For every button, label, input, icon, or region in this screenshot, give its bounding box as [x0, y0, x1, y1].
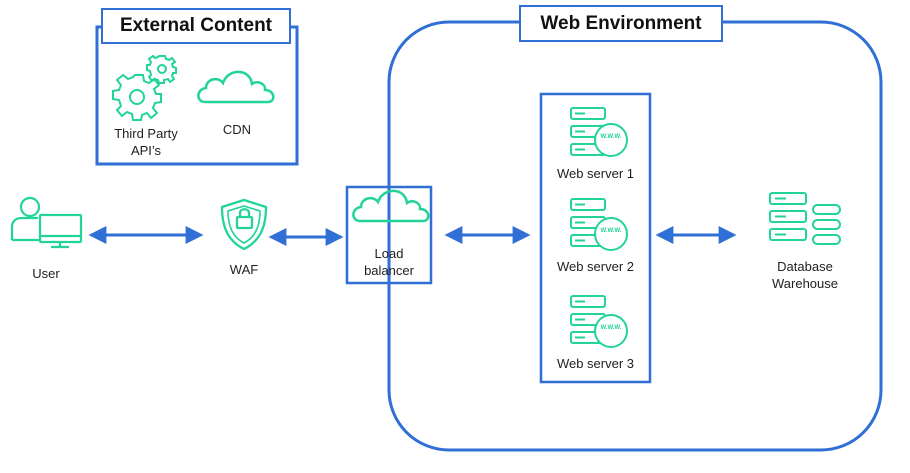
load-balancer-box: [345, 185, 433, 285]
gears-icon: [112, 54, 177, 121]
web-server-3-label: Web server 3: [556, 356, 635, 371]
server-icon-3: [570, 295, 628, 348]
web-server-1-label: Web server 1: [556, 166, 635, 181]
web-server-2-label: Web server 2: [556, 259, 635, 274]
database-icon: [769, 192, 841, 245]
www-badge-1: W.W.W.: [600, 134, 622, 140]
web-environment-title: Web Environment: [519, 5, 723, 42]
web-servers-box: [539, 92, 652, 384]
load-balancer-cloud-icon: [352, 189, 430, 223]
third-party-apis-label: Third Party API’s: [114, 126, 178, 158]
load-balancer-label: Load balancer: [364, 246, 414, 278]
waf-label: WAF: [229, 262, 259, 277]
cloud-icon: [197, 70, 275, 104]
www-badge-3: W.W.W.: [600, 325, 622, 331]
database-warehouse-label: Database Warehouse: [772, 259, 838, 291]
cdn-label: CDN: [222, 122, 252, 137]
external-content-title: External Content: [101, 8, 291, 44]
shield-icon: [220, 198, 268, 251]
user-icon: [10, 196, 83, 249]
user-label: User: [32, 266, 60, 281]
server-icon-1: [570, 107, 628, 157]
www-badge-2: W.W.W.: [600, 228, 622, 234]
server-icon-2: [570, 198, 628, 251]
